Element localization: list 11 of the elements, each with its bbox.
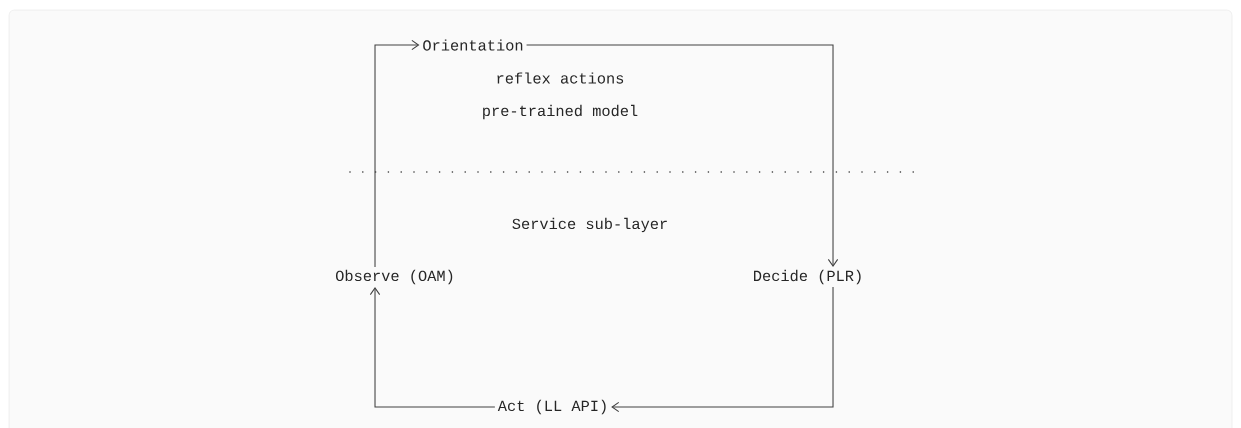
node-label: Decide (PLR) bbox=[754, 269, 861, 285]
text-label: reflex actions bbox=[497, 72, 624, 84]
arrow bbox=[526, 44, 839, 267]
arrow bbox=[369, 287, 496, 408]
text-label: Service sub-layer bbox=[512, 217, 667, 233]
arrow bbox=[374, 39, 420, 268]
node-label: Orientation bbox=[423, 39, 523, 51]
node-label: Observe (OAM) bbox=[335, 269, 453, 285]
node-label: Act (LL API) bbox=[497, 399, 606, 415]
text-label: pre-trained model bbox=[483, 104, 638, 120]
arrow bbox=[611, 286, 834, 413]
